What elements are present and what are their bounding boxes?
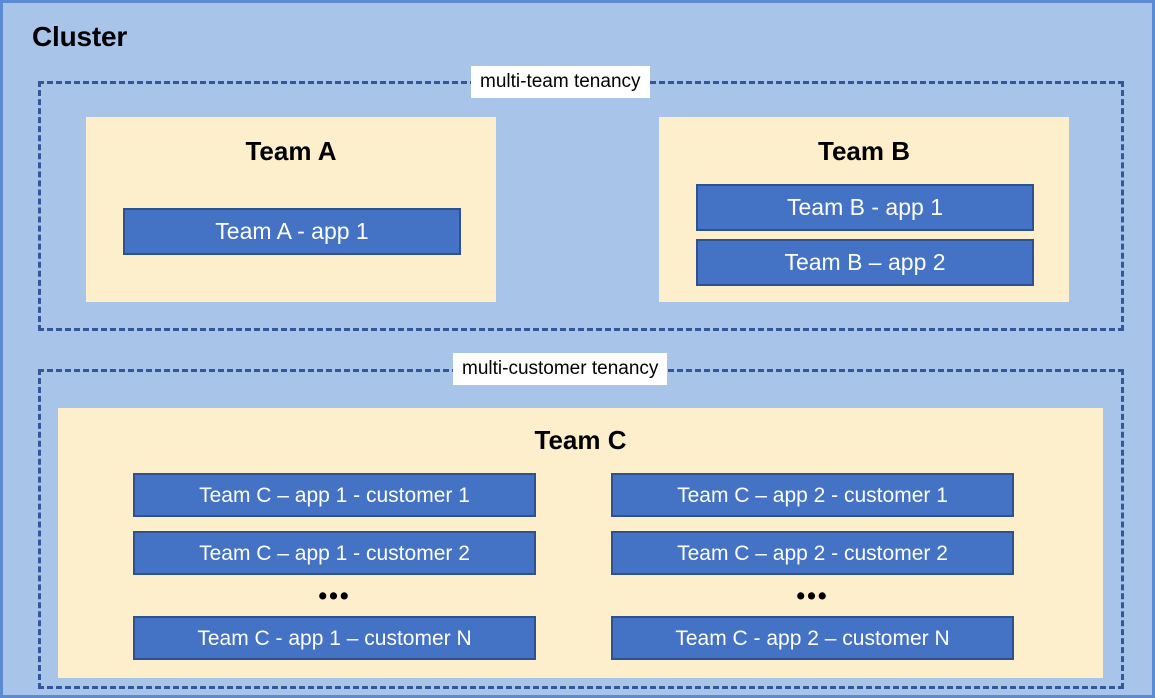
tenancy-zone-multi-customer-label: multi-customer tenancy — [453, 353, 668, 385]
app-box-team-c-app-1-customer-1[interactable]: Team C – app 1 - customer 1 — [133, 473, 536, 517]
team-box-team-b: Team B Team B - app 1 Team B – app 2 — [659, 117, 1069, 302]
ellipsis-team-c-app-2: ••• — [796, 582, 829, 610]
app-box-team-b-app-1[interactable]: Team B - app 1 — [696, 184, 1034, 231]
tenancy-zone-multi-team-label: multi-team tenancy — [471, 66, 650, 98]
team-a-title: Team A — [245, 136, 337, 166]
ellipsis-team-c-app-1: ••• — [318, 582, 351, 610]
app-box-team-c-app-2-customer-2[interactable]: Team C – app 2 - customer 2 — [611, 531, 1014, 575]
team-c-title: Team C — [534, 425, 627, 455]
app-box-team-a-app-1[interactable]: Team A - app 1 — [123, 208, 461, 255]
team-box-team-c: Team C Team C – app 1 - customer 1 Team … — [58, 408, 1103, 678]
app-box-team-b-app-2[interactable]: Team B – app 2 — [696, 239, 1034, 286]
team-box-team-a: Team A Team A - app 1 — [86, 117, 496, 302]
team-b-title: Team B — [818, 136, 910, 166]
app-box-team-c-app-1-customer-2[interactable]: Team C – app 1 - customer 2 — [133, 531, 536, 575]
app-box-team-c-app-1-customer-n[interactable]: Team C - app 1 – customer N — [133, 616, 536, 660]
app-box-team-c-app-2-customer-n[interactable]: Team C - app 2 – customer N — [611, 616, 1014, 660]
cluster-title: Cluster — [32, 21, 128, 52]
app-box-team-c-app-2-customer-1[interactable]: Team C – app 2 - customer 1 — [611, 473, 1014, 517]
